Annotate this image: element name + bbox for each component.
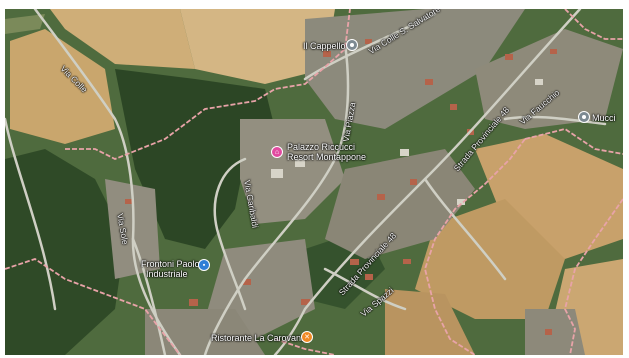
- place-pin-icon[interactable]: [346, 39, 358, 51]
- place-label-mucci[interactable]: Mucci: [592, 113, 616, 123]
- place-label-frontoni-line1[interactable]: Frontoni Paolo: [141, 259, 200, 269]
- place-label-palazzo-line2[interactable]: Resort Montappone: [287, 152, 367, 162]
- satellite-imagery: [5, 9, 623, 355]
- place-label-frontoni-line2[interactable]: Industriale: [146, 269, 188, 279]
- place-pin-icon[interactable]: [578, 111, 590, 123]
- place-label-carovana[interactable]: Ristorante La Carovana: [211, 333, 307, 343]
- place-label-cappello[interactable]: Il Cappello: [303, 41, 346, 51]
- shopping-pin-icon[interactable]: ▪: [198, 259, 210, 271]
- place-label-palazzo-line1[interactable]: Palazzo Riccucci: [287, 142, 356, 152]
- hotel-pin-icon[interactable]: ⌂: [271, 146, 283, 158]
- restaurant-pin-icon[interactable]: ✕: [301, 331, 313, 343]
- satellite-map[interactable]: Il Cappello Mucci ⌂ Palazzo Riccucci Res…: [5, 9, 623, 355]
